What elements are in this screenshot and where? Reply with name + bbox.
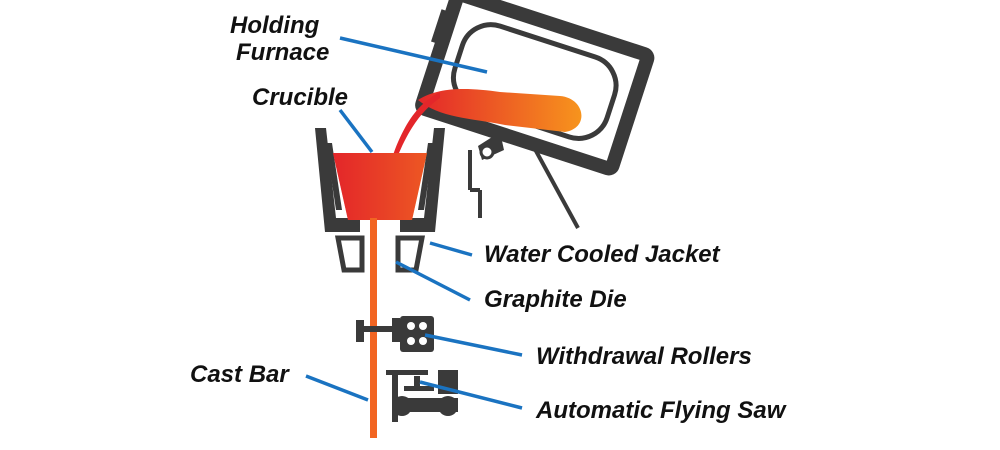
furnace-molten-metal bbox=[418, 89, 582, 132]
crucible bbox=[333, 153, 427, 220]
furnace-pivot-bracket bbox=[468, 132, 580, 229]
leader-cast-bar bbox=[305, 374, 369, 402]
label-graphite-die: Graphite Die bbox=[484, 286, 627, 313]
label-automatic-flying-saw: Automatic Flying Saw bbox=[535, 397, 787, 424]
pouring-stream bbox=[392, 92, 440, 158]
leader-holding-furnace bbox=[339, 36, 488, 74]
water-cooled-jacket bbox=[315, 128, 445, 232]
leader-withdrawal-rollers bbox=[424, 333, 523, 357]
label-water-cooled-jacket: Water Cooled Jacket bbox=[484, 241, 721, 268]
leader-graphite-die bbox=[395, 260, 471, 302]
label-crucible: Crucible bbox=[252, 84, 348, 111]
label-cast-bar: Cast Bar bbox=[190, 361, 290, 388]
leader-water-cooled-jacket bbox=[429, 241, 473, 257]
graphite-die bbox=[334, 235, 426, 273]
automatic-flying-saw bbox=[386, 370, 458, 422]
holding-furnace-door bbox=[431, 9, 455, 46]
leader-crucible bbox=[338, 108, 374, 154]
holding-furnace bbox=[415, 0, 655, 229]
label-holding-furnace-line1: Holding bbox=[230, 12, 320, 39]
label-holding-furnace-line2: Furnace bbox=[236, 39, 329, 66]
holding-furnace-shell bbox=[415, 0, 655, 176]
label-withdrawal-rollers: Withdrawal Rollers bbox=[536, 343, 752, 370]
leader-automatic-flying-saw bbox=[419, 380, 523, 410]
withdrawal-rollers bbox=[356, 316, 434, 352]
